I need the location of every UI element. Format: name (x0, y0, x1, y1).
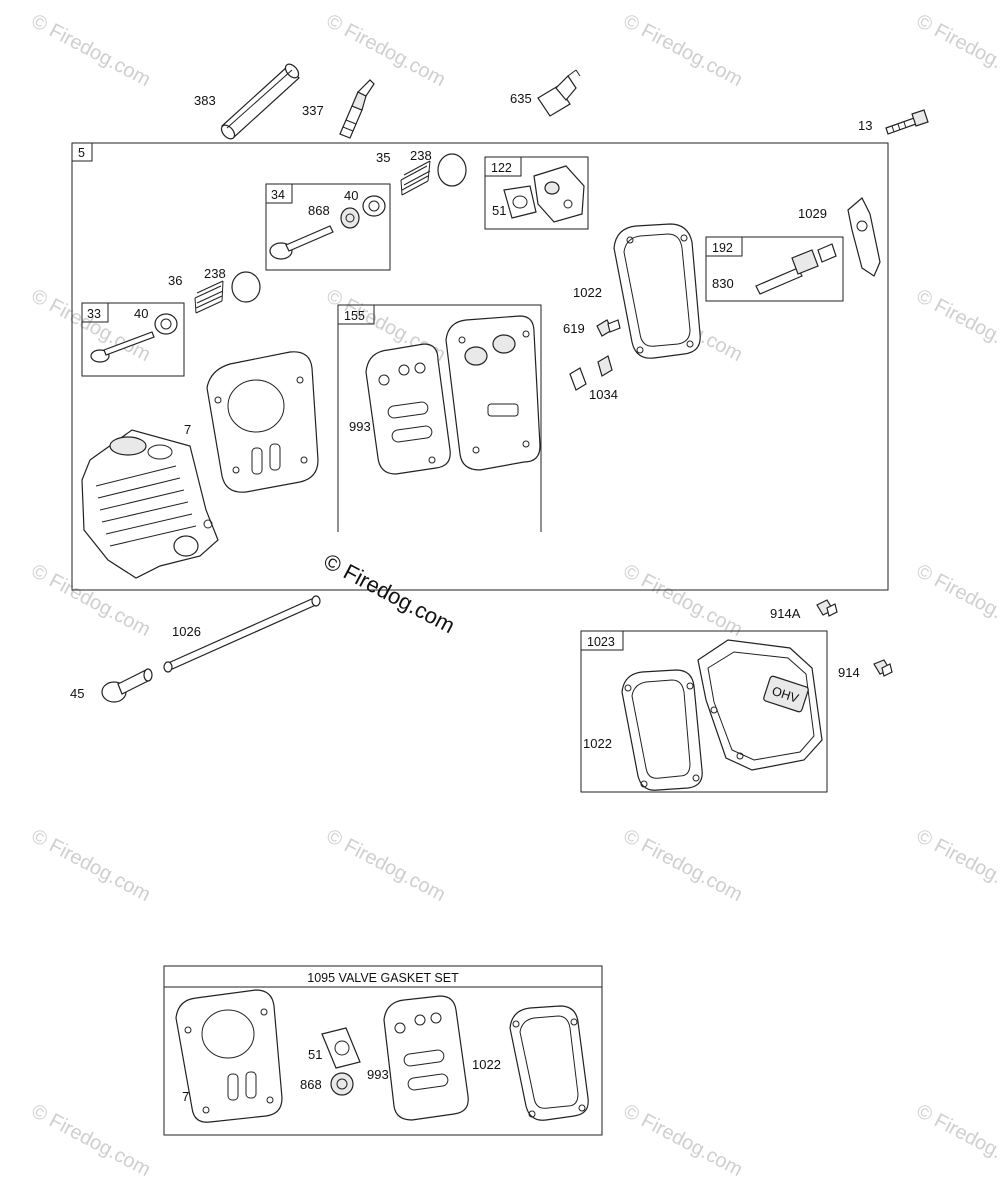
part-51-gasket[interactable] (321, 1027, 361, 1069)
subgroup-122: 122 51 (484, 156, 589, 230)
callout-619: 619 (563, 321, 585, 336)
subgroup-1023-label: 1023 (587, 635, 615, 649)
part-830-adjuster[interactable] (755, 243, 837, 295)
callout-1026: 1026 (172, 624, 201, 639)
callout-914A: 914A (770, 606, 801, 621)
subgroup-34-label: 34 (271, 188, 285, 202)
part-1026-push-rod[interactable] (163, 595, 321, 673)
watermark-layer: © Firedog.com © Firedog.com © Firedog.co… (28, 10, 1000, 1181)
part-993-gasket[interactable] (365, 343, 451, 475)
main-group-label: 5 (78, 146, 85, 160)
callout-51: 51 (308, 1047, 322, 1062)
callout-1022: 1022 (583, 736, 612, 751)
watermark: © Firedog.com (620, 825, 746, 906)
part-45-lifter[interactable] (101, 668, 153, 703)
center-watermark: © Firedog.com (320, 548, 459, 638)
callout-35: 35 (376, 150, 390, 165)
part-7-cylinder-head[interactable] (81, 429, 219, 579)
watermark: © Firedog.com (620, 1100, 746, 1181)
part-993-gasket[interactable] (383, 995, 469, 1121)
watermark: © Firedog.com (913, 10, 1000, 91)
subgroup-34: 34 868 40 (265, 183, 391, 271)
watermark: © Firedog.com (620, 560, 746, 641)
part-337-spark-plug[interactable] (339, 79, 375, 139)
part-619-screw[interactable] (596, 319, 621, 337)
part-1022-gasket[interactable] (621, 669, 703, 791)
part-868-seal[interactable] (330, 1072, 354, 1096)
callout-1022: 1022 (472, 1057, 501, 1072)
part-35-spring[interactable] (400, 160, 431, 196)
callout-238: 238 (204, 266, 226, 281)
part-valve-cover[interactable]: OHV (697, 639, 823, 771)
watermark: © Firedog.com (913, 560, 1000, 641)
callout-36: 36 (168, 273, 182, 288)
part-valve-exhaust[interactable] (90, 331, 155, 363)
part-13-bolt[interactable] (885, 109, 929, 135)
part-valve-intake[interactable] (269, 225, 334, 260)
watermark: © Firedog.com (913, 825, 1000, 906)
subgroup-1023: 1023 OHV 1022 (580, 630, 828, 793)
watermark: © Firedog.com (323, 825, 449, 906)
callout-993: 993 (349, 419, 371, 434)
callout-7: 7 (182, 1089, 189, 1104)
gasket-set-panel: 1095 VALVE GASKET SET 7 51 868 (163, 965, 603, 1136)
part-head-gasket[interactable] (206, 351, 319, 493)
callout-45: 45 (70, 686, 84, 701)
callout-1029: 1029 (798, 206, 827, 221)
part-1022-gasket[interactable] (613, 223, 701, 359)
callout-13: 13 (858, 118, 872, 133)
watermark: © Firedog.com (28, 1100, 154, 1181)
part-383-tube[interactable] (219, 62, 301, 142)
callout-40: 40 (344, 188, 358, 203)
callout-868: 868 (300, 1077, 322, 1092)
subgroup-33: 33 40 (81, 302, 185, 377)
part-rocker-plate[interactable] (445, 315, 541, 471)
callout-238: 238 (410, 148, 432, 163)
callout-868: 868 (308, 203, 330, 218)
callout-7: 7 (184, 422, 191, 437)
part-1029-rocker-arm[interactable] (847, 197, 881, 277)
watermark: © Firedog.com (913, 1100, 1000, 1181)
callout-635: 635 (510, 91, 532, 106)
watermark: © Firedog.com (28, 825, 154, 906)
part-1034-clip[interactable] (569, 355, 613, 391)
callout-40: 40 (134, 306, 148, 321)
watermark: © Firedog.com (620, 10, 746, 91)
part-51-gasket[interactable] (503, 185, 537, 219)
callout-830: 830 (712, 276, 734, 291)
gasket-set-title: 1095 VALVE GASKET SET (307, 971, 459, 985)
part-635-connector[interactable] (537, 69, 581, 117)
part-914-screw[interactable] (873, 659, 893, 677)
subgroup-122-label: 122 (491, 161, 512, 175)
subgroup-33-label: 33 (87, 307, 101, 321)
part-36-spring[interactable] (194, 280, 224, 314)
callout-1034: 1034 (589, 387, 618, 402)
part-914A-screw[interactable] (816, 599, 838, 617)
callout-383: 383 (194, 93, 216, 108)
watermark: © Firedog.com (28, 10, 154, 91)
callout-51: 51 (492, 203, 506, 218)
callout-1022: 1022 (573, 285, 602, 300)
watermark: © Firedog.com (323, 10, 449, 91)
subgroup-192-label: 192 (712, 241, 733, 255)
part-40-retainer[interactable] (362, 195, 386, 217)
subgroup-192: 192 830 (705, 236, 844, 302)
part-868-seal[interactable] (340, 207, 360, 229)
watermark: © Firedog.com (913, 285, 1000, 366)
main-group-frame: 5 (71, 142, 889, 591)
subgroup-155-label: 155 (344, 309, 365, 323)
callout-914: 914 (838, 665, 860, 680)
part-7-head-gasket[interactable] (175, 989, 283, 1123)
subgroup-155: 155 993 (337, 304, 542, 532)
part-40-retainer[interactable] (154, 313, 178, 335)
part-1022-gasket[interactable] (509, 1005, 589, 1121)
part-238-cap[interactable] (231, 271, 261, 303)
part-breather-cover[interactable] (533, 165, 585, 223)
callout-993: 993 (367, 1067, 389, 1082)
callout-337: 337 (302, 103, 324, 118)
part-238-cap[interactable] (437, 153, 467, 187)
